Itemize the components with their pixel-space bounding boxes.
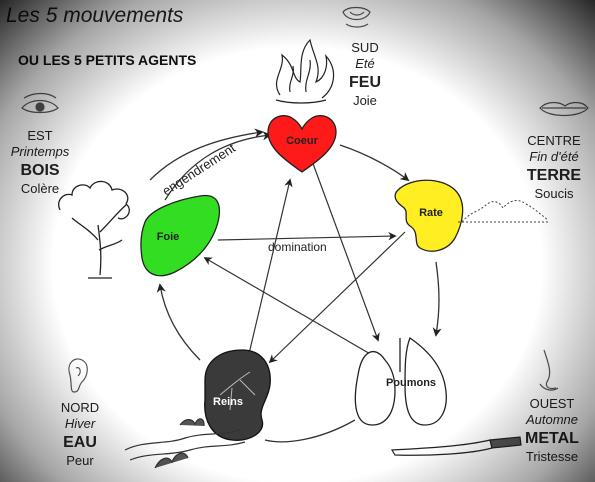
direction-label: SUD	[351, 40, 379, 55]
domination-star	[203, 149, 406, 364]
nose-icon	[539, 349, 559, 391]
foie-label: Foie	[157, 231, 180, 243]
emotion-label: Colère	[20, 180, 60, 196]
rate-organ: Rate	[394, 179, 464, 252]
ear-icon	[68, 358, 88, 393]
season-label: Hiver	[64, 416, 96, 432]
direction-label: NORD	[60, 400, 100, 415]
coeur-label: Coeur	[286, 135, 319, 147]
direction-label: CENTRE	[527, 133, 581, 148]
foie-organ: Foie	[140, 194, 221, 277]
reins-label: Reins	[213, 396, 243, 408]
season-label: Automne	[525, 412, 579, 428]
star-poumons-foie	[203, 257, 373, 356]
poumons-label: Poumons	[386, 377, 436, 389]
mouth-icon	[342, 6, 371, 28]
emotion-label: Joie	[353, 92, 377, 108]
element-name: FEU	[349, 73, 381, 91]
lips-icon	[539, 101, 589, 117]
element-label-nord: NORD Hiver EAU Peur	[45, 400, 115, 469]
coeur-organ: Coeur	[267, 115, 337, 173]
rate-label: Rate	[419, 207, 443, 219]
direction-label: EST	[27, 128, 53, 143]
emotion-label: Peur	[66, 452, 94, 468]
season-label: Printemps	[10, 144, 70, 160]
flame-icon	[275, 38, 335, 104]
diagram-title: Les 5 mouvements	[6, 4, 184, 27]
element-name: BOIS	[20, 161, 60, 179]
cycle-arc-rate-poumons	[432, 261, 442, 337]
cycle-arc-reins-foie	[156, 283, 201, 361]
season-label: Eté	[355, 56, 375, 72]
element-label-centre: CENTRE Fin d'été TERRE Soucis	[514, 133, 594, 202]
element-label-sud: SUD Eté FEU Joie	[330, 40, 400, 109]
diagram-subtitle: OU LES 5 PETITS AGENTS	[18, 52, 197, 68]
domination-label: domination	[268, 240, 327, 254]
season-label: Fin d'été	[529, 149, 579, 165]
poumons-organ: Poumons	[354, 337, 447, 426]
element-name: TERRE	[526, 166, 582, 184]
engendrement-label: engendrement	[159, 140, 238, 198]
element-label-ouest: OUEST Automne METAL Tristesse	[514, 396, 590, 465]
emotion-label: Tristesse	[525, 448, 579, 464]
element-label-est: EST Printemps BOIS Colère	[0, 128, 80, 197]
mountain-icon	[458, 200, 550, 223]
star-reins-coeur	[247, 178, 293, 359]
emotion-label: Soucis	[534, 185, 574, 201]
cycle-arc-coeur-rate	[339, 144, 410, 182]
cycle-arc-poumons-reins	[264, 419, 356, 443]
direction-label: OUEST	[529, 396, 575, 411]
eye-icon	[21, 92, 59, 114]
blade-icon	[390, 436, 522, 456]
cycle-arc-foie-coeur	[164, 131, 272, 201]
element-name: METAL	[525, 429, 579, 447]
element-name: EAU	[63, 433, 97, 451]
reins-organ: Reins	[204, 349, 271, 441]
